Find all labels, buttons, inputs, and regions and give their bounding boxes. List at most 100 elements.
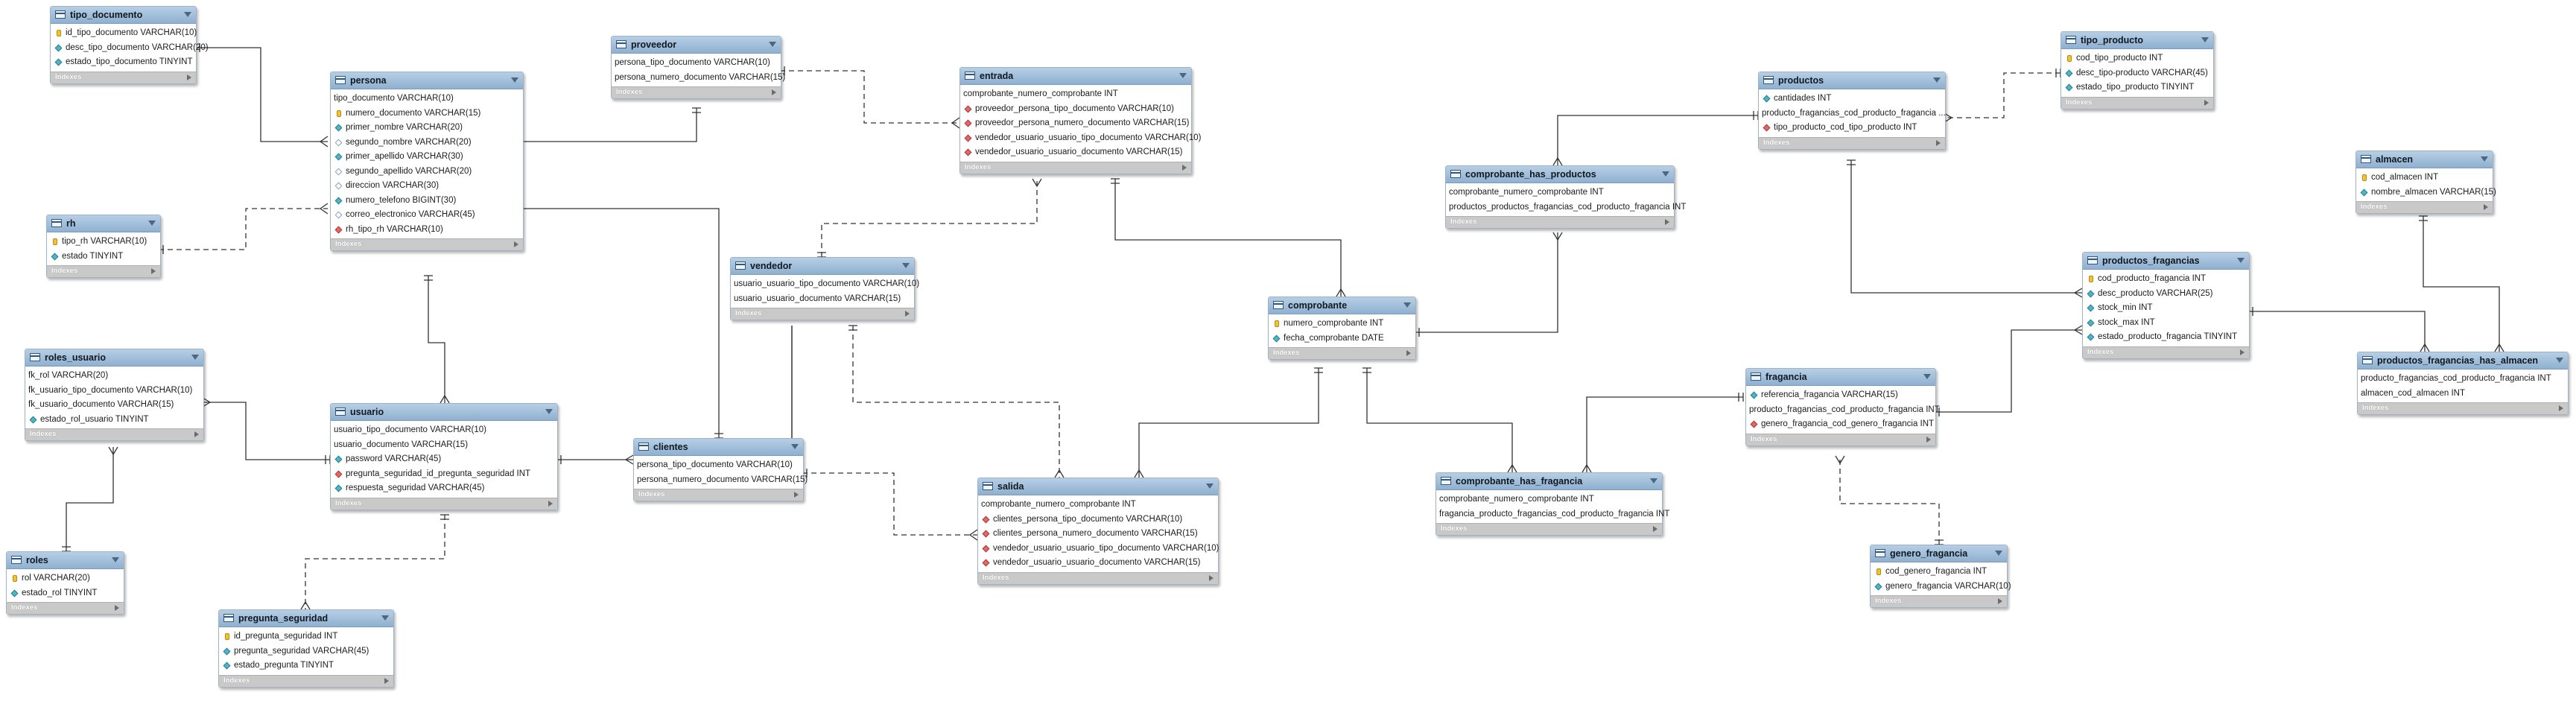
dropdown-arrow-icon[interactable] <box>2481 156 2488 162</box>
column-row[interactable]: correo_electronico VARCHAR(45) <box>331 208 523 223</box>
table-header[interactable]: vendedor <box>731 258 914 275</box>
indexes-section[interactable]: Indexes <box>1436 523 1662 535</box>
indexes-section[interactable]: Indexes <box>51 71 196 83</box>
table-header[interactable]: almacen <box>2356 151 2493 168</box>
dropdown-arrow-icon[interactable] <box>2556 358 2563 363</box>
column-row[interactable]: desc_tipo_documento VARCHAR(20) <box>51 41 209 56</box>
indexes-section[interactable]: Indexes <box>2061 96 2213 109</box>
dropdown-arrow-icon[interactable] <box>769 42 776 47</box>
table-header[interactable]: genero_fragancia <box>1871 545 2007 562</box>
dropdown-arrow-icon[interactable] <box>1923 374 1931 379</box>
expand-arrow-icon[interactable] <box>194 431 199 437</box>
column-row[interactable]: usuario_documento VARCHAR(15) <box>331 438 557 453</box>
column-row[interactable]: usuario_usuario_tipo_documento VARCHAR(1… <box>731 277 919 292</box>
column-row[interactable]: genero_fragancia_cod_genero_fragancia IN… <box>1746 417 1935 432</box>
column-row[interactable]: persona_tipo_documento VARCHAR(10) <box>612 56 781 71</box>
column-row[interactable]: proveedor_persona_numero_documento VARCH… <box>960 116 1191 131</box>
indexes-section[interactable]: Indexes <box>331 497 557 510</box>
expand-arrow-icon[interactable] <box>514 241 518 247</box>
indexes-section[interactable]: Indexes <box>1446 216 1674 228</box>
table-header[interactable]: tipo_producto <box>2061 32 2213 49</box>
expand-arrow-icon[interactable] <box>115 605 119 611</box>
dropdown-arrow-icon[interactable] <box>902 263 910 268</box>
expand-arrow-icon[interactable] <box>548 500 553 507</box>
column-row[interactable]: cod_tipo_producto INT <box>2061 51 2213 66</box>
dropdown-arrow-icon[interactable] <box>1403 302 1411 308</box>
column-row[interactable]: id_tipo_documento VARCHAR(10) <box>51 26 197 41</box>
column-row[interactable]: fk_usuario_documento VARCHAR(15) <box>25 398 203 413</box>
table-header[interactable]: proveedor <box>612 37 781 54</box>
table-header[interactable]: clientes <box>634 439 803 456</box>
indexes-section[interactable]: Indexes <box>7 602 124 614</box>
expand-arrow-icon[interactable] <box>384 677 389 684</box>
table-header[interactable]: salida <box>978 478 1218 495</box>
column-row[interactable]: usuario_tipo_documento VARCHAR(10) <box>331 423 557 438</box>
table-header[interactable]: persona <box>331 72 523 89</box>
expand-arrow-icon[interactable] <box>905 311 910 317</box>
table-vendedor[interactable]: vendedor usuario_usuario_tipo_documento V… <box>730 257 919 320</box>
expand-arrow-icon[interactable] <box>1209 574 1214 581</box>
column-row[interactable]: productos_productos_fragancias_cod_produ… <box>1446 200 1686 215</box>
table-header[interactable]: comprobante_has_fragancia <box>1436 473 1662 490</box>
table-header[interactable]: productos_fragancias <box>2083 253 2249 270</box>
column-row[interactable]: segundo_apellido VARCHAR(20) <box>331 165 523 180</box>
expand-arrow-icon[interactable] <box>772 89 776 95</box>
column-row[interactable]: desc_tipo-producto VARCHAR(45) <box>2061 66 2213 81</box>
indexes-section[interactable]: Indexes <box>25 428 203 440</box>
indexes-section[interactable]: Indexes <box>2083 346 2249 358</box>
expand-arrow-icon[interactable] <box>1998 598 2002 604</box>
table-header[interactable]: fragancia <box>1746 369 1935 386</box>
column-row[interactable]: stock_min INT <box>2083 301 2249 316</box>
column-row[interactable]: estado TINYINT <box>47 250 160 264</box>
column-row[interactable]: estado_tipo_producto TINYINT <box>2061 80 2213 95</box>
dropdown-arrow-icon[interactable] <box>191 355 199 360</box>
table-header[interactable]: rh <box>47 215 160 232</box>
column-row[interactable]: vendedor_usuario_usuario_tipo_documento … <box>978 542 1219 557</box>
indexes-section[interactable]: Indexes <box>731 308 914 320</box>
dropdown-arrow-icon[interactable] <box>791 444 799 449</box>
column-row[interactable]: estado_pregunta TINYINT <box>219 659 393 673</box>
column-row[interactable]: persona_numero_documento VARCHAR(15) <box>634 473 808 488</box>
dropdown-arrow-icon[interactable] <box>148 221 156 226</box>
indexes-section[interactable]: Indexes <box>331 238 523 250</box>
table-header[interactable]: pregunta_seguridad <box>219 610 393 627</box>
column-row[interactable]: comprobante_numero_comprobante INT <box>978 498 1218 513</box>
column-row[interactable]: cod_almacen INT <box>2356 171 2493 186</box>
expand-arrow-icon[interactable] <box>1665 219 1669 225</box>
column-row[interactable]: id_pregunta_seguridad INT <box>219 630 393 644</box>
column-row[interactable]: cod_producto_fragancia INT <box>2083 272 2249 287</box>
indexes-section[interactable]: Indexes <box>2358 402 2568 414</box>
dropdown-arrow-icon[interactable] <box>184 12 191 17</box>
column-row[interactable]: usuario_usuario_documento VARCHAR(15) <box>731 292 914 307</box>
column-row[interactable]: tipo_producto_cod_tipo_producto INT <box>1759 121 1945 136</box>
column-row[interactable]: genero_fragancia VARCHAR(10) <box>1871 580 2011 595</box>
column-row[interactable]: producto_fragancias_cod_producto_fraganc… <box>2358 372 2568 387</box>
indexes-section[interactable]: Indexes <box>2356 201 2493 213</box>
column-row[interactable]: password VARCHAR(45) <box>331 452 557 467</box>
table-salida[interactable]: salida comprobante_numero_comprobante INT… <box>977 478 1219 585</box>
column-row[interactable]: vendedor_usuario_usuario_documento VARCH… <box>978 556 1218 571</box>
column-row[interactable]: desc_producto VARCHAR(25) <box>2083 287 2249 302</box>
dropdown-arrow-icon[interactable] <box>2201 37 2209 42</box>
table-header[interactable]: productos <box>1759 72 1945 89</box>
expand-arrow-icon[interactable] <box>794 492 799 498</box>
indexes-section[interactable]: Indexes <box>47 265 160 277</box>
column-row[interactable]: clientes_persona_tipo_documento VARCHAR(… <box>978 513 1218 527</box>
column-row[interactable]: comprobante_numero_comprobante INT <box>1446 186 1674 200</box>
column-row[interactable]: segundo_nombre VARCHAR(20) <box>331 136 523 150</box>
column-row[interactable]: fecha_comprobante DATE <box>1269 332 1415 346</box>
table-header[interactable]: entrada <box>960 68 1191 85</box>
column-row[interactable]: respuesta_seguridad VARCHAR(45) <box>331 481 557 496</box>
expand-arrow-icon[interactable] <box>2204 99 2209 106</box>
dropdown-arrow-icon[interactable] <box>511 77 518 83</box>
